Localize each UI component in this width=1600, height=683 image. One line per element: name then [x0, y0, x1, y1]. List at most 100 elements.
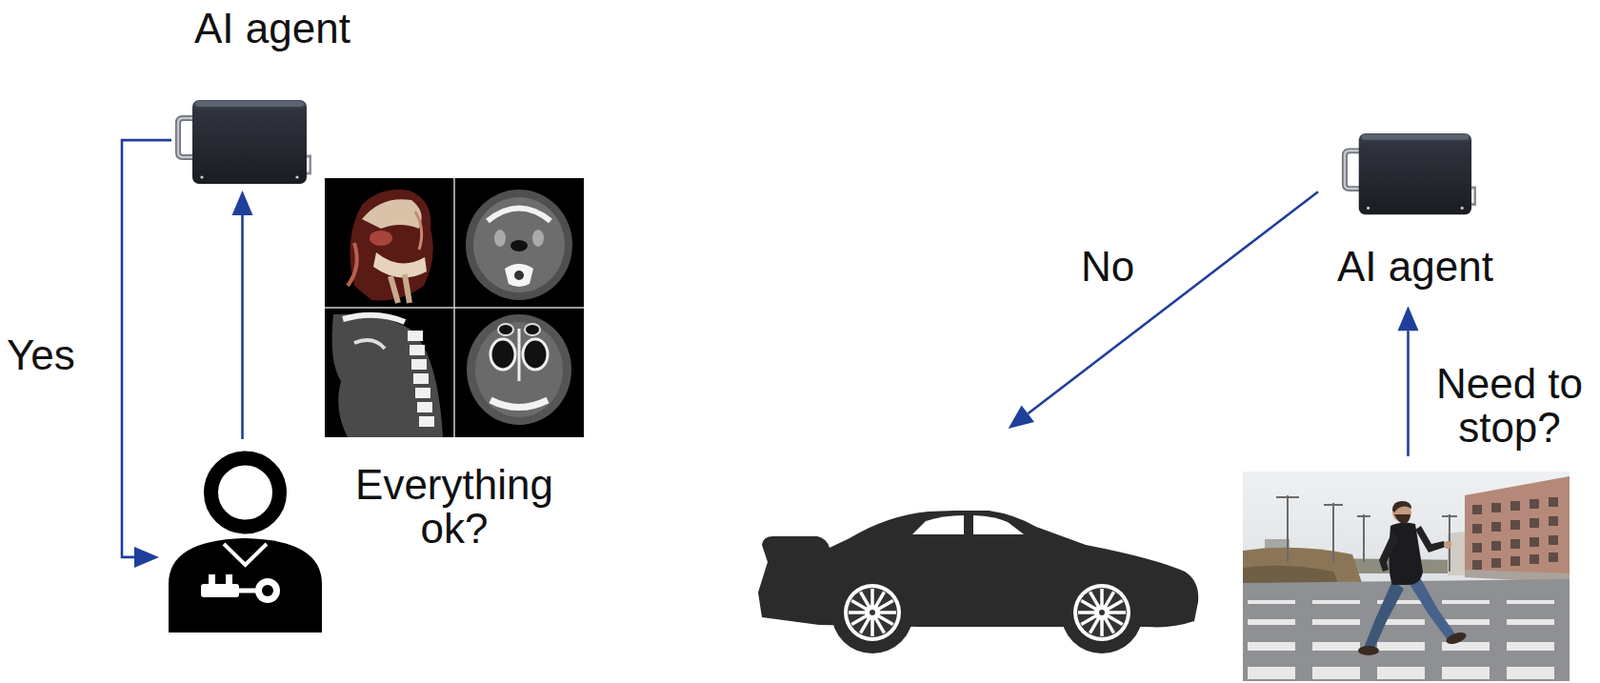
edge-label: Everything ok?	[335, 462, 574, 551]
arrow-line	[240, 215, 244, 440]
ai-agent-box-graphic-part	[192, 100, 307, 184]
pedestrian-photo-graphic-part	[1548, 535, 1559, 545]
ct-sagittal-slice-part	[407, 330, 423, 341]
ai-agent-box: AI agent	[1340, 130, 1477, 220]
doctor-icon-graphic-part	[168, 538, 322, 633]
car-silhouette-graphic-part	[851, 600, 867, 610]
ai-agent-box-graphic-part	[1366, 206, 1370, 210]
pedestrian-photo-graphic-part	[1441, 619, 1490, 625]
doctor-icon-graphic-part	[239, 588, 257, 594]
pedestrian-photo-graphic-part	[1491, 521, 1501, 532]
car-silhouette-graphic-part	[1090, 591, 1100, 607]
pedestrian-photo-graphic-part	[1441, 600, 1490, 604]
car-silhouette-graphic-part	[1073, 583, 1131, 641]
car-silhouette-graphic-part	[864, 604, 880, 620]
car-silhouette-graphic-part	[1108, 610, 1126, 615]
ct-coronal-slice-part	[475, 321, 563, 418]
arrow-head	[134, 546, 160, 568]
ct-sagittal-slice-part	[417, 401, 433, 413]
car-silhouette-graphic-part	[876, 591, 885, 607]
pedestrian-photo-graphic-part	[1312, 619, 1360, 625]
ct-coronal-slice-part	[498, 323, 514, 336]
ct-axial-slice	[465, 189, 573, 300]
pedestrian-photo-graphic-part	[1444, 630, 1468, 647]
pedestrian-photo-graphic-part	[1242, 471, 1570, 681]
car-silhouette-graphic-part	[1107, 616, 1123, 625]
ai-agent-box-graphic-part	[1460, 206, 1464, 210]
car-silhouette-graphic-part	[876, 618, 885, 634]
ct-sagittal-slice-part	[419, 416, 435, 427]
doctor-icon-graphic-part	[208, 574, 216, 586]
pedestrian-photo-graphic-part	[1394, 514, 1411, 524]
ct-sagittal-slice-part	[413, 373, 429, 384]
pedestrian-photo-graphic-part	[1491, 502, 1501, 513]
ai-agent-box-graphic-part	[1359, 133, 1472, 215]
pedestrian-photo-graphic-part	[1392, 500, 1412, 513]
doctor-icon-graphic-part	[200, 583, 240, 598]
pedestrian-photo-graphic-part	[1491, 558, 1501, 568]
flow-arrow	[1398, 305, 1420, 457]
car-silhouette-graphic-part	[1077, 587, 1127, 638]
car-silhouette-graphic-part	[878, 600, 894, 610]
arrow-head	[1398, 305, 1420, 331]
ct-3d-render-part	[373, 252, 427, 278]
arrow-head	[232, 190, 254, 216]
pedestrian-photo-graphic-part	[1548, 516, 1559, 526]
pedestrian-photo-graphic-part	[1363, 580, 1404, 651]
pedestrian-photo	[1242, 471, 1570, 681]
ai-agent-box-graphic-part	[1361, 134, 1469, 140]
arrow-line	[121, 140, 172, 558]
ct-sagittal-slice-part	[411, 359, 427, 370]
ct-sagittal-slice-part	[342, 315, 405, 322]
ct-axial-slice-part	[532, 229, 544, 247]
arrow-head	[1008, 405, 1035, 430]
ai-agent-box-graphic	[173, 97, 312, 189]
ct-sagittal-slice-part	[332, 314, 443, 438]
ct-3d-render-part	[369, 230, 393, 246]
pedestrian-photo-graphic-part	[1491, 540, 1501, 551]
doctor-icon-graphic-part	[211, 458, 280, 527]
pedestrian-photo-graphic-part	[1242, 579, 1570, 681]
ct-coronal-slice-part	[522, 339, 548, 370]
doctor-icon-graphic-part	[261, 584, 274, 597]
edge-label: Yes	[6, 333, 76, 378]
flow-arrow	[1008, 191, 1319, 429]
pedestrian-photo-graphic-part	[1548, 552, 1559, 562]
ct-sagittal-slice	[332, 314, 443, 438]
car-silhouette-graphic-part	[1090, 618, 1100, 634]
agent-label: AI agent	[1337, 244, 1494, 289]
pedestrian-photo-graphic-part	[1441, 666, 1490, 680]
car-silhouette-graphic-part	[870, 588, 875, 606]
car-silhouette-graphic-part	[848, 610, 866, 615]
montage-divider	[324, 178, 584, 438]
ct-sagittal-slice-part	[354, 340, 385, 349]
car-silhouette-graphic-part	[1099, 609, 1105, 616]
pedestrian-photo-graphic-part	[1510, 500, 1520, 511]
pedestrian-photo-graphic-part	[1312, 600, 1360, 604]
ct-axial-slice-part	[510, 240, 528, 252]
pedestrian-photo-graphic-part	[1529, 537, 1540, 547]
car-silhouette-graphic-part	[843, 583, 901, 641]
ct-axial-slice-part	[465, 189, 573, 300]
ct-coronal-slice-part	[518, 328, 521, 381]
pedestrian-photo-graphic-part	[1377, 641, 1425, 651]
car-silhouette-graphic-part	[869, 609, 876, 616]
ai-agent-box-graphic	[1340, 130, 1477, 220]
pedestrian-photo-graphic-part	[1472, 504, 1482, 515]
ct-axial-slice-part	[473, 197, 565, 293]
edge-label: No	[1080, 244, 1135, 289]
ai-agent-box-graphic-part	[195, 100, 304, 107]
pedestrian-photo-graphic-part	[1443, 540, 1452, 549]
doctor-icon-graphic-part	[223, 543, 267, 565]
pedestrian-photo-graphic-part	[1506, 666, 1555, 680]
car-silhouette-graphic-part	[860, 591, 870, 607]
ct-axial-slice-part	[487, 208, 551, 222]
car-silhouette-graphic-part	[1105, 591, 1115, 607]
pedestrian-photo-graphic-part	[1472, 523, 1482, 534]
pedestrian-photo-graphic-part	[1247, 600, 1296, 604]
car-silhouette-graphic-part	[1105, 618, 1115, 634]
car-silhouette-graphic-part	[847, 587, 898, 638]
arrow-line	[1406, 330, 1410, 457]
ct-scan-montage	[324, 178, 584, 438]
ai-agent-box: AI agent	[173, 97, 312, 189]
